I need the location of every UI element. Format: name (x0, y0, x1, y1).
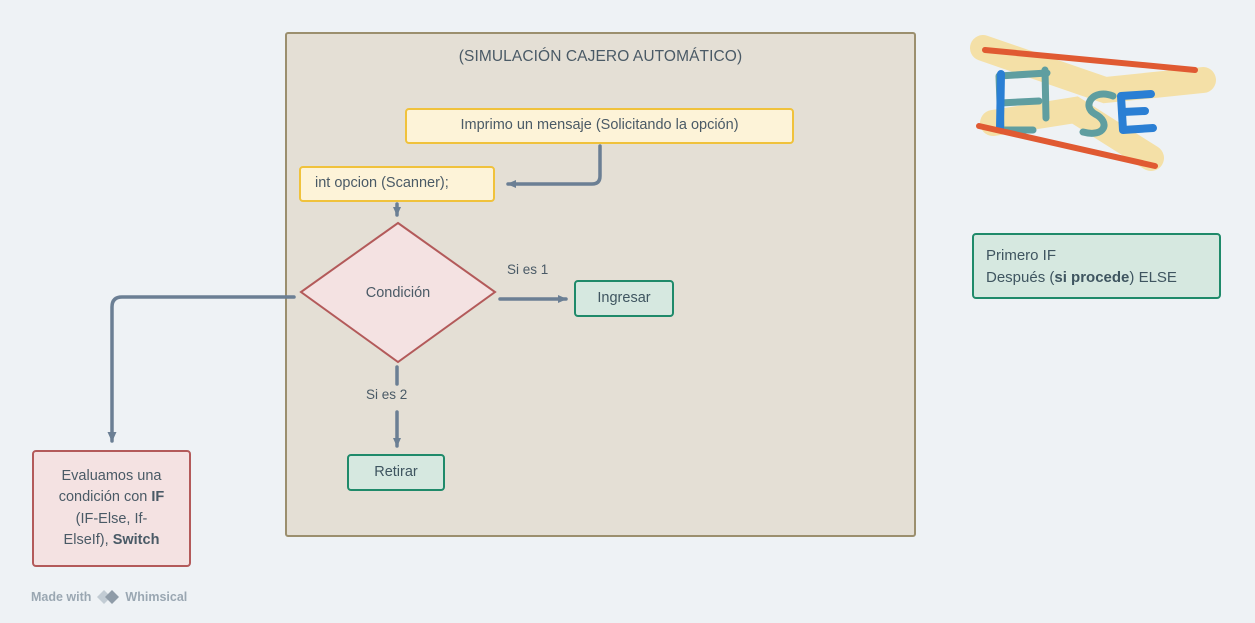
note-if-switch-line-1: Evaluamos una (62, 466, 162, 487)
note-line4-text: ElseIf), (63, 531, 113, 548)
note-if-else-line-1: Primero IF (986, 247, 1057, 264)
whimsical-watermark: Made with Whimsical (31, 590, 187, 604)
ink-letters (995, 66, 1157, 137)
edge-imprimo-to-int-opcion (506, 144, 602, 188)
note-line2-bold: IF (151, 489, 165, 506)
note-line1-text: Evaluamos una (61, 468, 162, 485)
note-line4-bold: Switch (112, 531, 160, 548)
note-if-switch-line-3: (IF-Else, If- (76, 509, 148, 530)
note-if-else-line-2: Después (si procede) ELSE (986, 267, 1207, 289)
watermark-brand: Whimsical (125, 590, 188, 604)
note-line2-text: condición con (58, 489, 152, 506)
node-condicion-label: Condición (365, 284, 431, 301)
strikethrough-x (976, 47, 1198, 169)
node-ingresar[interactable]: Ingresar (574, 280, 674, 317)
note-if-switch[interactable]: Evaluamos una condición con IF (IF-Else,… (32, 450, 191, 567)
whimsical-logo-icon (97, 590, 120, 604)
note-if-switch-line-2: condición con IF (59, 487, 165, 508)
note-if-else[interactable]: Primero IF Después (si procede) ELSE (972, 233, 1221, 299)
sketch-else-svg (970, 35, 1216, 171)
edge-label-si-es-1: Si es 1 (507, 262, 549, 277)
edge-label-si-es-2: Si es 2 (366, 387, 408, 402)
node-condicion-diamond[interactable]: Condición (298, 220, 498, 365)
edge-condicion-to-note (107, 295, 296, 443)
sketch-else-crossed-out (955, 18, 1220, 203)
note-if-else-line2-pre: Después ( (986, 268, 1055, 286)
watermark-prefix: Made with (31, 590, 92, 604)
highlighter-strokes (970, 35, 1216, 171)
flowchart-container: (SIMULACIÓN CAJERO AUTOMÁTICO) Imprimo u… (285, 32, 916, 537)
node-retirar[interactable]: Retirar (347, 454, 445, 491)
diamond-shape (299, 221, 497, 364)
node-int-opcion[interactable]: int opcion (Scanner); (299, 166, 495, 202)
note-if-else-line2-bold: si procede (1054, 268, 1130, 286)
note-if-else-line2-post: ) ELSE (1129, 268, 1177, 286)
page-title: (SIMULACIÓN CAJERO AUTOMÁTICO) (458, 48, 743, 65)
note-line3-text: (IF-Else, If- (75, 510, 148, 527)
node-imprimo-mensaje[interactable]: Imprimo un mensaje (Solicitando la opció… (405, 108, 794, 144)
note-if-switch-line-4: ElseIf), Switch (64, 530, 160, 551)
